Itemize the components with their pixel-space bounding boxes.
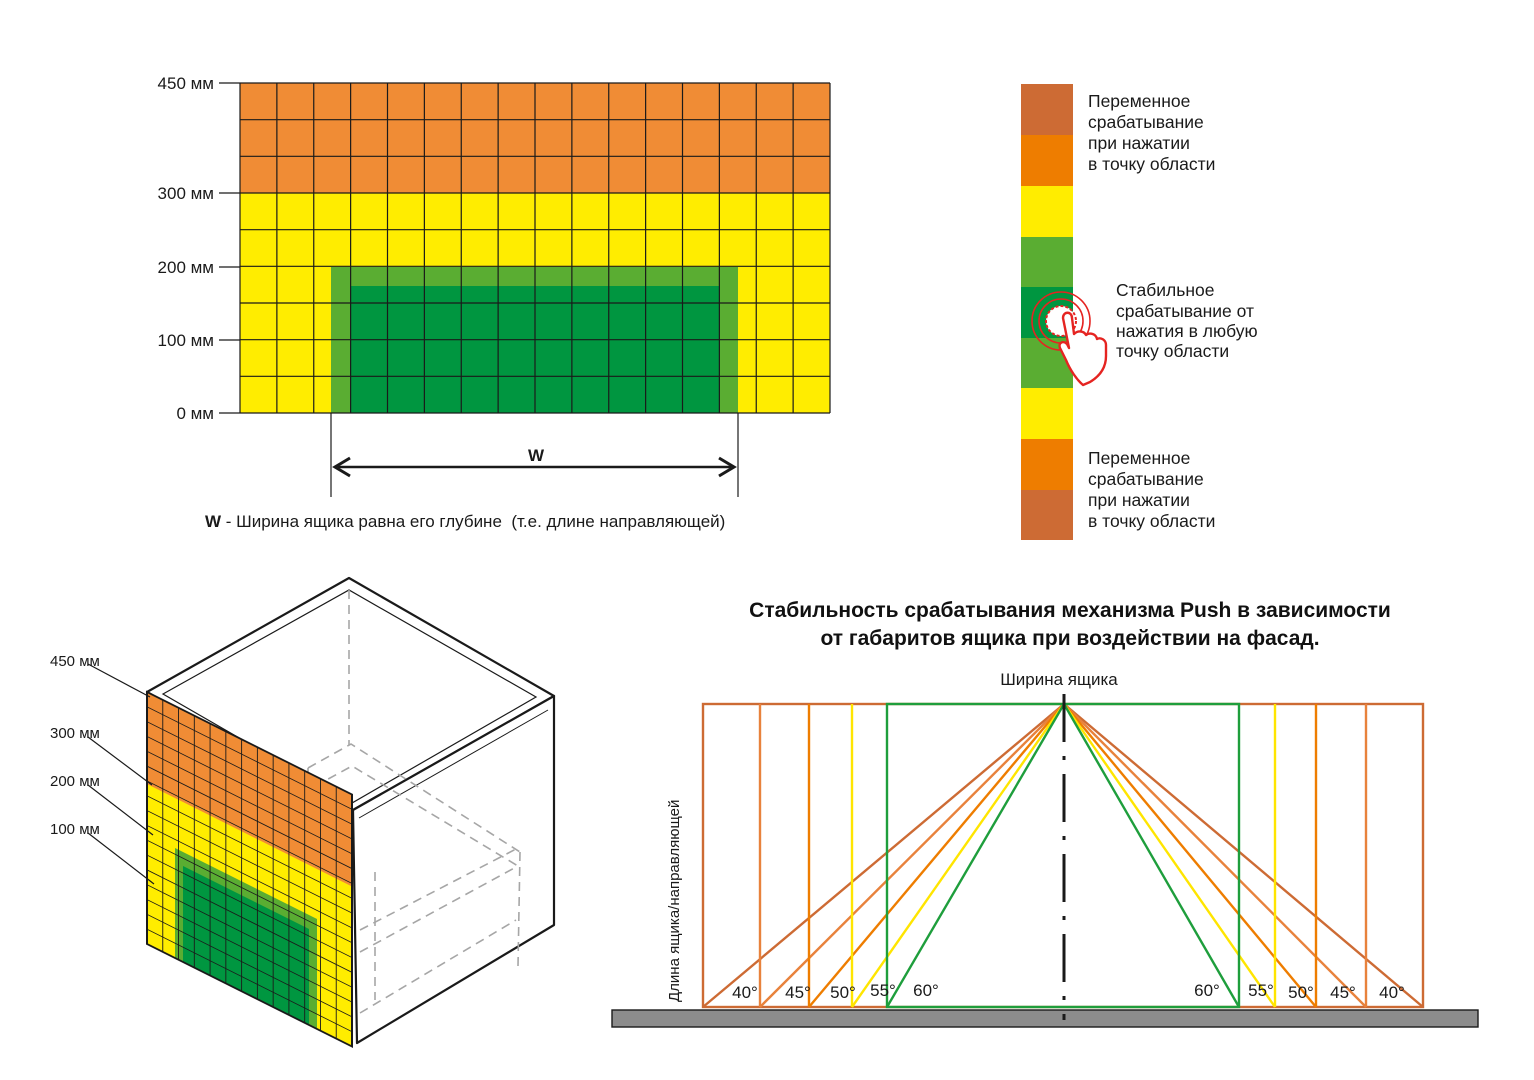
facade-grid-line-h — [147, 706, 352, 810]
legend-swatch-light-green-top — [1021, 237, 1073, 287]
facade-grid-line-h — [147, 721, 352, 825]
width-dimension — [330, 413, 739, 497]
axis-label-0: 0 мм — [176, 404, 214, 423]
ray-45-right — [1063, 703, 1367, 1008]
iso-label-450: 450 мм — [50, 653, 100, 670]
drawer-length-label: Длина ящика/направляющей — [666, 800, 683, 1002]
angle-left-55: 55° — [870, 981, 896, 1000]
front-grid-panel: 450 мм 300 мм 200 мм 100 мм 0 мм W W - Ш… — [158, 74, 831, 531]
iso-label-100: 100 мм — [50, 821, 100, 838]
width-caption-symbol: W — [205, 512, 222, 531]
width-symbol: W — [528, 446, 545, 465]
legend-swatch-orange-bottom — [1021, 439, 1073, 490]
legend-swatch-yellow-top — [1021, 186, 1073, 237]
angle-right-50: 50° — [1288, 983, 1314, 1002]
legend-panel: Переменное срабатывание при нажатии в то… — [1021, 84, 1262, 540]
iso-label-300: 300 мм — [50, 725, 100, 742]
ray-60-right — [1062, 703, 1241, 1008]
ray-60-left — [885, 703, 1066, 1008]
cabinet-hidden-edges — [307, 590, 521, 1014]
facade-grid-line-h — [147, 899, 352, 1003]
width-caption-text: - Ширина ящика равна его глубине (т.е. д… — [221, 512, 725, 531]
facade-zone-dark-green — [183, 866, 309, 1025]
ray-50-left — [808, 703, 1065, 1008]
ray-40-left — [702, 703, 1065, 1008]
ray-45-left — [759, 703, 1065, 1008]
iso-label-200: 200 мм — [50, 773, 100, 790]
facade-grid-line-h — [147, 780, 352, 884]
legend-swatch-brown-bottom — [1021, 490, 1073, 540]
legend-swatch-orange-top — [1021, 135, 1073, 186]
drawer-width-label: Ширина ящика — [1000, 670, 1118, 689]
grid-lines — [239, 82, 831, 414]
axis-label-200: 200 мм — [158, 258, 214, 277]
legend-text-stable: Стабильное срабатывание от нажатия в люб… — [1116, 280, 1262, 361]
angle-right-40: 40° — [1379, 983, 1405, 1002]
angle-right-45: 45° — [1330, 983, 1356, 1002]
facade-grid-line-h — [147, 928, 352, 1033]
angle-left-50: 50° — [830, 983, 856, 1002]
ray-50-right — [1063, 703, 1317, 1008]
legend-text-variable-bottom: Переменное срабатывание при нажатии в то… — [1088, 448, 1215, 531]
cabinet-right-side — [351, 694, 556, 1045]
angle-right-55: 55° — [1248, 981, 1274, 1000]
width-caption: W - Ширина ящика равна его глубине (т.е.… — [205, 512, 725, 531]
angle-title-line2: от габаритов ящика при воздействии на фа… — [820, 627, 1319, 650]
facade-grid-line-h — [147, 854, 352, 959]
facade-grid-line-h — [147, 750, 352, 855]
axis-label-450: 450 мм — [158, 74, 214, 93]
facade-grid-line-h — [147, 839, 352, 944]
facade-grid-line-h — [147, 736, 352, 840]
axis-label-100: 100 мм — [158, 331, 214, 350]
isometric-cabinet: 450 мм 300 мм 200 мм 100 мм — [50, 576, 556, 1048]
facade-grid-line-h — [147, 810, 352, 914]
facade-grid-line-h — [147, 824, 352, 929]
floor-bar — [611, 1009, 1479, 1028]
angle-left-40: 40° — [732, 983, 758, 1002]
facade-grid-line-h — [147, 884, 352, 988]
angle-title-line1: Стабильность срабатывания механизма Push… — [749, 599, 1391, 622]
angle-left-45: 45° — [785, 983, 811, 1002]
angle-lines — [701, 702, 1425, 1009]
angle-right-60: 60° — [1194, 981, 1220, 1000]
legend-swatch-yellow-bottom — [1021, 388, 1073, 439]
ray-40-right — [1063, 703, 1424, 1008]
facade-grid — [146, 690, 353, 1048]
legend-text-variable-top: Переменное срабатывание при нажатии в то… — [1088, 91, 1215, 174]
facade-grid-line-h — [147, 913, 352, 1018]
iso-leader-lines — [87, 663, 155, 885]
angle-left-60: 60° — [913, 981, 939, 1000]
legend-swatch-brown-top — [1021, 84, 1073, 135]
facade-grid-line-h — [147, 765, 352, 870]
axis-ticks — [219, 82, 240, 414]
hand-press-icon — [1031, 291, 1108, 387]
facade-grid-line-h — [147, 795, 352, 899]
facade-grid-line-h — [147, 869, 352, 973]
axis-label-300: 300 мм — [158, 184, 214, 203]
angle-diagram: Стабильность срабатывания механизма Push… — [611, 599, 1479, 1028]
